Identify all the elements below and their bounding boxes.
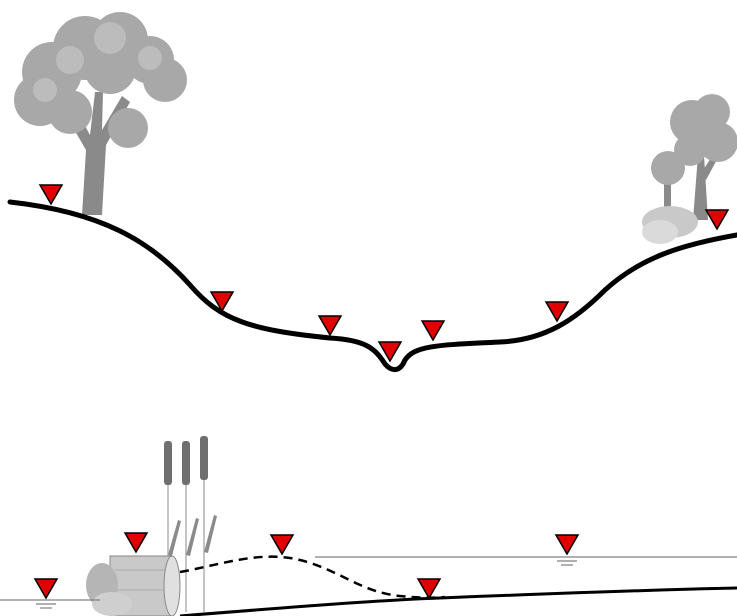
tree-trunk xyxy=(664,170,671,212)
lower-panel xyxy=(0,436,737,616)
tree-canopy xyxy=(670,94,737,166)
lower-markers xyxy=(33,532,580,600)
sampling-point-marker xyxy=(377,341,403,363)
sampling-point-marker xyxy=(420,320,446,342)
small-tree-right-icon xyxy=(670,94,737,220)
sampling-point-marker xyxy=(554,534,580,556)
sampling-point-marker xyxy=(209,291,235,313)
sampling-point-marker xyxy=(33,578,59,600)
upper-markers xyxy=(38,184,730,363)
sampling-point-marker xyxy=(416,578,442,600)
shrub-icon xyxy=(642,206,698,244)
water-level-symbol xyxy=(557,560,577,566)
shrub-icon xyxy=(86,563,132,616)
valley-ground-line xyxy=(7,199,737,372)
sampling-point-marker xyxy=(123,532,149,554)
small-tree-left-icon xyxy=(651,151,685,212)
tree-canopy-shade xyxy=(33,22,162,102)
sampling-point-marker xyxy=(38,184,64,206)
bed-ground-line xyxy=(179,586,737,616)
water-level-symbol xyxy=(36,603,56,609)
sampling-point-marker xyxy=(269,534,295,556)
sampling-point-marker xyxy=(704,209,730,231)
reed-icon xyxy=(164,436,217,612)
tree-canopy xyxy=(651,151,685,185)
dashed-ground-profile xyxy=(179,555,446,599)
sampling-point-marker xyxy=(544,301,570,323)
large-tree-icon xyxy=(14,12,187,215)
sampling-point-marker xyxy=(317,315,343,337)
upper-panel xyxy=(7,12,737,372)
